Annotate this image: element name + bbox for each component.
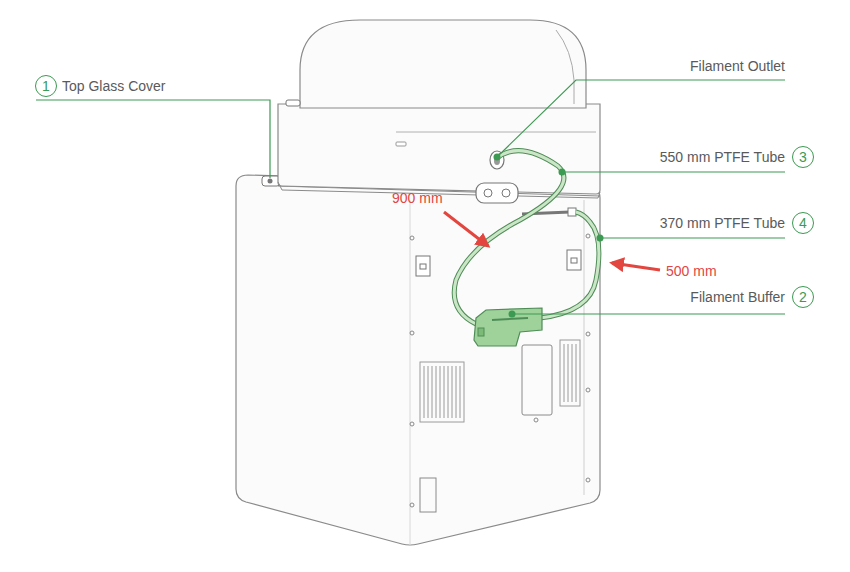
part-name: 370 mm PTFE Tube (660, 214, 785, 232)
body-seam (584, 200, 585, 495)
printer-body (236, 175, 600, 545)
callout-number: 2 (799, 290, 807, 304)
ams-base (278, 104, 600, 194)
part-name: Filament Buffer (690, 288, 785, 306)
callout-number: 1 (42, 79, 50, 93)
glass-cover-tab (262, 176, 280, 186)
ams-dome (300, 20, 586, 108)
dimension-arrow (612, 263, 660, 270)
dome-ridge (556, 30, 574, 104)
dome-latch (396, 142, 406, 146)
connector-pin (484, 189, 492, 197)
vents (420, 340, 580, 422)
ptfe-tube-370 (540, 212, 599, 318)
power-port (420, 478, 436, 512)
connector-pin (502, 189, 510, 197)
leader-lines (36, 80, 785, 314)
ptfe-tube-550 (454, 151, 564, 324)
dimension-arrow (444, 212, 488, 246)
ptfe-tube-550 (454, 151, 564, 324)
callout-circle: 3 (792, 146, 814, 168)
dome-base (396, 132, 596, 133)
screws (410, 234, 590, 507)
dimension-label: 500 mm (666, 262, 717, 280)
hooks (416, 250, 581, 276)
glass-cover-knob (268, 179, 273, 184)
connector-plate (476, 183, 518, 203)
callout-circle: 1 (35, 75, 57, 97)
buffer-port (478, 328, 484, 336)
callout-number: 4 (799, 216, 807, 230)
part-name: 550 mm PTFE Tube (660, 148, 785, 166)
body-edge (410, 200, 411, 545)
part-name: Top Glass Cover (62, 77, 165, 95)
dome-latch (286, 100, 300, 106)
leader-dots (494, 154, 604, 318)
inlet-fitting (568, 208, 576, 216)
buffer-slot (492, 318, 528, 320)
callout-circle: 4 (792, 212, 814, 234)
part-name: Filament Outlet (690, 57, 785, 75)
access-panel (522, 345, 552, 415)
callout-circle: 2 (792, 286, 814, 308)
callout-number: 3 (799, 150, 807, 164)
dimension-label: 900 mm (392, 189, 443, 207)
ptfe-tube-370 (540, 212, 599, 318)
